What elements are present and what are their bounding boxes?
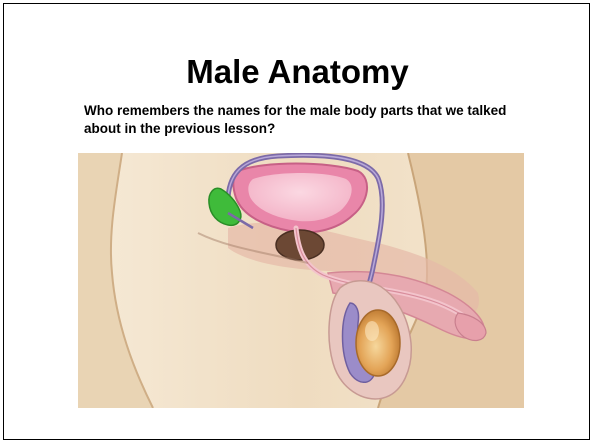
slide-subtitle: Who remembers the names for the male bod… xyxy=(84,102,524,138)
anatomy-illustration xyxy=(78,153,524,408)
slide-title: Male Anatomy xyxy=(0,52,595,92)
anatomy-illustration-svg xyxy=(78,153,524,408)
testis xyxy=(356,310,400,376)
testis-highlight xyxy=(365,321,379,341)
